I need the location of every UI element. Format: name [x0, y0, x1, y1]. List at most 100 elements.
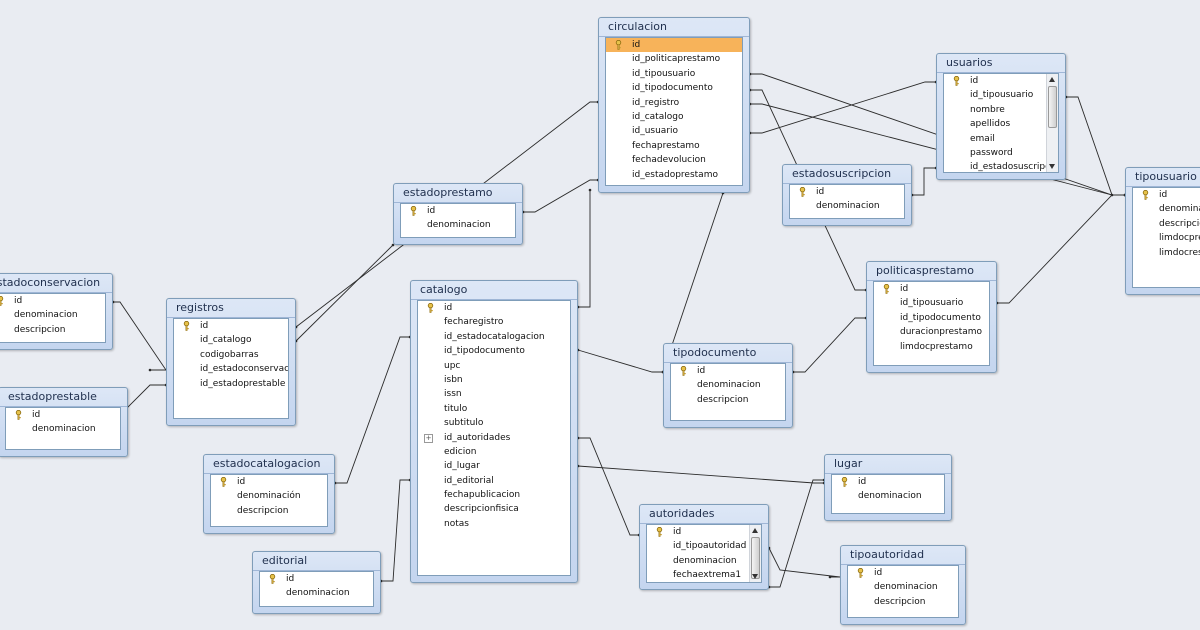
relationship-estadoconservacion-registros[interactable]	[113, 301, 167, 371]
relationship-autoridades-lugar[interactable]	[769, 479, 824, 588]
relationship-estadoprestamo-circulacion[interactable]	[523, 179, 598, 213]
field-row[interactable]: denominación	[211, 489, 327, 503]
field-row[interactable]: id	[174, 319, 288, 333]
relationship-autoridades-tipoautoridad[interactable]	[768, 547, 841, 578]
field-row[interactable]: denominacion	[6, 422, 120, 436]
field-row[interactable]: id	[647, 525, 761, 539]
field-list[interactable]: iddenominaciondescripcionlimdocprestamol…	[1132, 187, 1200, 288]
field-row[interactable]: id_estadosuscripcion	[944, 160, 1058, 172]
field-row[interactable]: issn	[418, 387, 570, 401]
field-row[interactable]: descripcion	[671, 393, 785, 407]
field-row[interactable]: +id_autoridades	[418, 431, 570, 445]
field-row[interactable]: edicion	[418, 445, 570, 459]
table-title[interactable]: tipodocumento	[664, 344, 792, 363]
field-row[interactable]: id_estadoconservacion	[174, 362, 288, 376]
field-row[interactable]: descripcion	[1133, 217, 1200, 231]
table-title[interactable]: autoridades	[640, 505, 768, 524]
field-row[interactable]: denominacion	[1133, 202, 1200, 216]
scrollbar[interactable]	[1046, 74, 1058, 172]
field-row[interactable]: id_tipoautoridad	[647, 539, 761, 553]
field-row[interactable]: apellidos	[944, 117, 1058, 131]
relationship-catalogo-autoridades[interactable]	[578, 437, 639, 536]
field-row[interactable]: id	[401, 204, 515, 218]
field-row[interactable]: fechaextrema1	[647, 568, 761, 582]
field-row[interactable]: id_estadocatalogacion	[418, 330, 570, 344]
relationship-usuarios-estadosuscripcion[interactable]	[912, 167, 936, 196]
relationship-catalogo-circulacion[interactable]	[578, 190, 591, 308]
field-row[interactable]: email	[944, 132, 1058, 146]
field-row[interactable]: id_lugar	[418, 459, 570, 473]
table-title[interactable]: editorial	[253, 552, 380, 571]
table-title[interactable]: tipoautoridad	[841, 546, 965, 565]
field-row[interactable]: notas	[418, 517, 570, 531]
field-row[interactable]: id	[848, 566, 958, 580]
field-row[interactable]: id_tipodocumento	[418, 344, 570, 358]
table-title[interactable]: catalogo	[411, 281, 577, 300]
field-row[interactable]: id	[832, 475, 944, 489]
field-row[interactable]: fechapublicacion	[418, 488, 570, 502]
scroll-thumb[interactable]	[751, 537, 760, 579]
field-row[interactable]: id_editorial	[418, 474, 570, 488]
table-title[interactable]: registros	[167, 299, 295, 318]
field-row[interactable]: id_tipousuario	[874, 296, 989, 310]
relationship-catalogo-lugar[interactable]	[577, 465, 824, 484]
field-row[interactable]: id_catalogo	[606, 110, 742, 124]
field-row[interactable]: limdocprestamo	[1133, 231, 1200, 245]
field-row[interactable]: isbn	[418, 373, 570, 387]
field-row[interactable]: descripcionfisica	[418, 502, 570, 516]
relationship-politicasprestamo-tipodocumento[interactable]	[793, 317, 866, 373]
scroll-thumb[interactable]	[1048, 86, 1057, 128]
scrollbar[interactable]	[749, 525, 761, 582]
field-row[interactable]: id_tipousuario	[944, 88, 1058, 102]
relationship-circulacion-usuarios[interactable]	[750, 81, 936, 134]
scroll-up-icon[interactable]	[752, 528, 758, 533]
relationship-estadocatalogacion-catalogo[interactable]	[335, 336, 410, 484]
relationship-usuarios-tipousuario[interactable]	[1066, 96, 1125, 196]
field-row[interactable]: id_tipousuario	[606, 67, 742, 81]
scroll-up-icon[interactable]	[1049, 77, 1055, 82]
field-row[interactable]: nombre	[944, 103, 1058, 117]
field-row[interactable]: id	[0, 294, 105, 308]
field-row[interactable]: id	[671, 364, 785, 378]
expand-icon[interactable]: +	[424, 433, 433, 443]
field-row[interactable]: limdocprestamo	[874, 340, 989, 354]
field-row[interactable]: codigobarras	[174, 348, 288, 362]
field-row[interactable]: descripcion	[211, 504, 327, 518]
field-row[interactable]: fecharegistro	[418, 315, 570, 329]
field-row[interactable]: password	[944, 146, 1058, 160]
field-row[interactable]: id_estadoprestable	[174, 377, 288, 391]
table-title[interactable]: estadocatalogacion	[204, 455, 334, 474]
table-title[interactable]: estadosuscripcion	[783, 165, 911, 184]
table-tipousuario[interactable]: tipousuarioiddenominaciondescripcionlimd…	[1125, 167, 1200, 295]
field-row[interactable]: subtitulo	[418, 416, 570, 430]
field-row[interactable]: id_registro	[606, 96, 742, 110]
field-row[interactable]: id_tipodocumento	[606, 81, 742, 95]
